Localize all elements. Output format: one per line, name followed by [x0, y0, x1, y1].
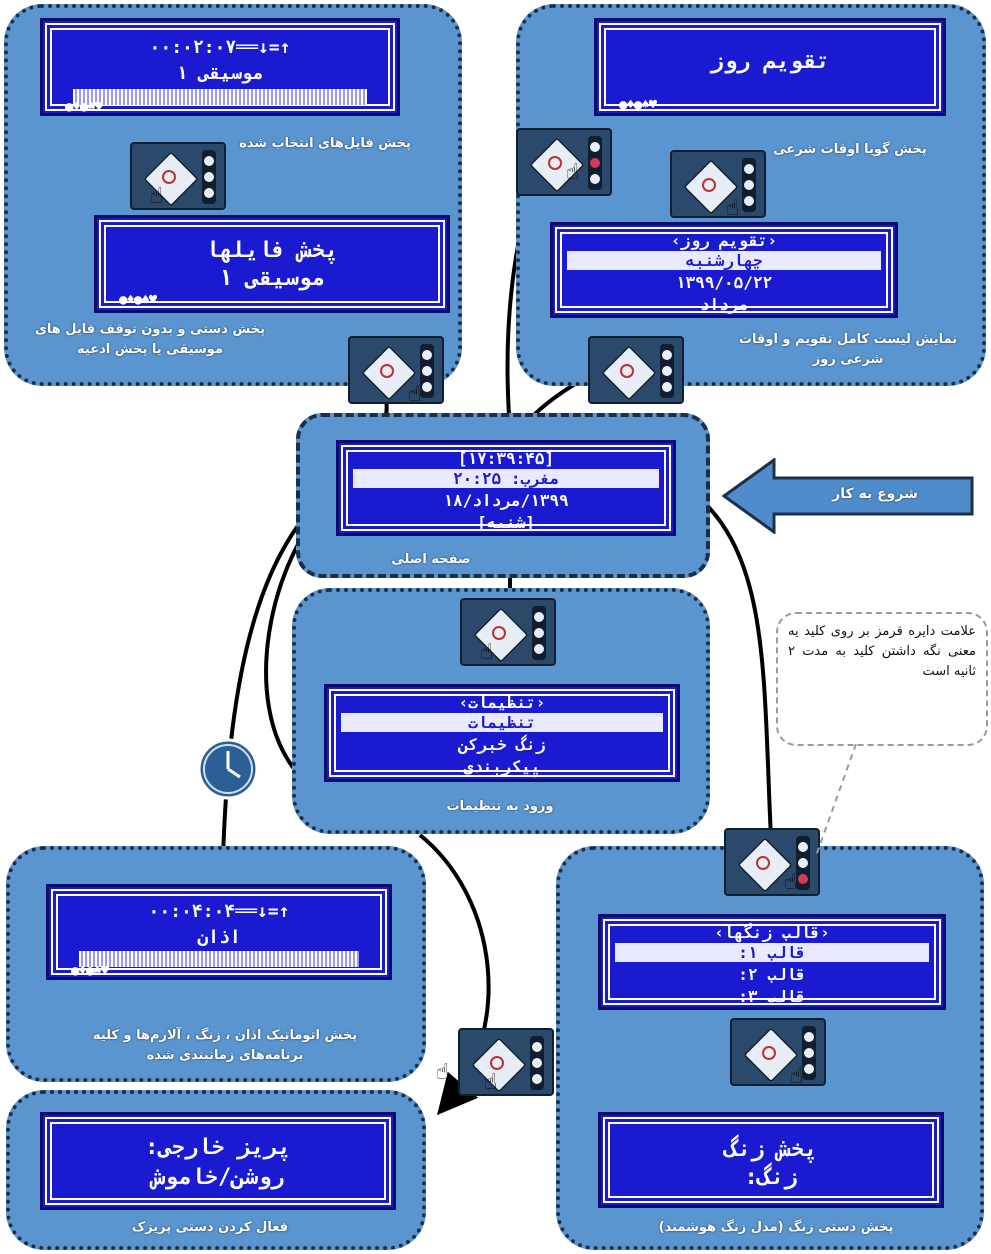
bells-line1: ‹قالب زنگها›	[714, 923, 830, 942]
music-manual-label: پخش دستی و بدون توقف فایل های موسیقی یا …	[34, 322, 266, 357]
calendar-list-lcd: ‹تقویم روز› چهارشنبه ۱۳۹۹/۰۵/۲۲ مرداد	[550, 222, 898, 318]
music-menu-line1: پخش فایلها	[205, 238, 339, 263]
settings-line2: تنظیمات	[341, 713, 663, 732]
hand-pointer-icon: ☝	[566, 160, 580, 185]
bells-line4: قالب ۳:	[738, 987, 806, 1006]
hand-pointer-icon: ☝	[790, 1064, 804, 1089]
hand-pointer-icon: ☝	[408, 382, 422, 407]
hand-pointer-icon: ☝	[436, 1060, 450, 1085]
keypad-side-buttons-icon	[802, 1026, 816, 1080]
bells-lcd: ‹قالب زنگها› قالب ۱: قالب ۲: قالب ۳:	[598, 914, 946, 1010]
music-status: ↑=↓══۰۰:۰۲:۰۷	[149, 37, 291, 58]
music-title: موسیقی ۱	[176, 63, 264, 84]
music-menu-controls-icon: ●♦●♠♥	[119, 292, 157, 308]
remote-keypad-calendar-list[interactable]	[588, 336, 684, 404]
hand-pointer-icon: ☝	[150, 184, 164, 209]
main-prayer-time: مغرب: ۲۰:۲۵	[353, 469, 659, 488]
azan-status: ↑=↓══۰۰:۰۴:۰۴	[148, 901, 290, 922]
bell-play-line2: زنگ:	[744, 1165, 798, 1190]
calendar-list-line3: ۱۳۹۹/۰۵/۲۲	[675, 273, 773, 292]
main-time: [۱۷:۳۹:۴۵]	[457, 449, 555, 468]
calendar-list-line4: مرداد	[699, 295, 749, 314]
remote-keypad-settings[interactable]: ☝	[460, 598, 556, 666]
music-controls-icon: ●♦●♠♥	[65, 99, 103, 115]
calendar-voice-title: تقویم روز	[710, 49, 830, 74]
remote-keypad-speaker[interactable]: ☝ ☝	[436, 1028, 554, 1096]
calendar-voice-controls-icon: ●♦●♠♥	[619, 97, 657, 113]
manual-bell-label: پخش دستی زنگ (مدل زنگ هوشمند)	[658, 1220, 894, 1235]
keypad-side-buttons-icon	[202, 150, 216, 204]
settings-label: ورود به تنظیمات	[446, 799, 554, 814]
keypad-center-icon	[548, 156, 562, 170]
music-selected-label: پخش فایل‌های انتخاب شده	[239, 136, 411, 151]
keypad-side-buttons-icon	[796, 836, 810, 890]
hand-pointer-icon: ☝	[784, 870, 798, 895]
remote-keypad-music-select[interactable]: ☝	[130, 142, 226, 210]
speaker-line1: پریز خارجی:	[145, 1135, 291, 1160]
keypad-side-buttons-icon	[530, 1036, 544, 1090]
keypad-center-icon	[702, 178, 716, 192]
hand-pointer-icon: ☝	[726, 196, 740, 221]
settings-line1: ‹تنظیمات›	[458, 693, 546, 712]
remote-keypad-music[interactable]: ☝	[348, 336, 444, 407]
bells-line3: قالب ۲:	[738, 965, 806, 984]
keypad-center-icon	[756, 856, 770, 870]
keypad-center-icon	[162, 170, 176, 184]
keypad-center-icon	[490, 1056, 504, 1070]
red-circle-note-text: علامت دایره قرمز بر روی کلید یه معنی نگه…	[788, 624, 976, 679]
calendar-voice-label: پخش گویا اوقات شرعی	[773, 142, 927, 157]
keypad-side-buttons-icon	[420, 344, 434, 398]
remote-keypad-bells[interactable]: ☝	[724, 828, 820, 896]
speaker-label: فعال کردن دستی پریزک	[131, 1220, 289, 1235]
music-progress-bar	[73, 89, 367, 105]
hand-pointer-icon: ☝	[484, 1070, 498, 1095]
keypad-center-icon	[492, 626, 506, 640]
main-page-label: صفحه اصلی	[391, 552, 471, 567]
bell-play-lcd: پخش زنگ زنگ:	[598, 1112, 944, 1208]
music-playing-lcd: ↑=↓══۰۰:۰۲:۰۷ موسیقی ۱ ●♦●♠♥	[40, 18, 400, 116]
speaker-line2: روشن/خاموش	[151, 1165, 285, 1190]
remote-keypad-bell-play[interactable]: ☝	[730, 1018, 826, 1089]
calendar-voice-lcd: تقویم روز ●♦●♠♥	[594, 18, 946, 116]
azan-lcd: ↑=↓══۰۰:۰۴:۰۴ اذان ●♦●♠♥	[46, 884, 392, 980]
azan-progress-bar	[79, 951, 359, 967]
main-weekday: [شنبه]	[477, 513, 535, 532]
start-arrow-icon	[722, 458, 974, 534]
start-label: شروع به کار	[832, 486, 918, 502]
azan-title: اذان	[197, 927, 241, 948]
remote-keypad-calendar-voice[interactable]: ☝	[516, 128, 612, 196]
settings-line4: پیکربندی	[463, 757, 541, 776]
clock-icon	[197, 738, 259, 800]
music-menu-line2: موسیقی ۱	[219, 266, 325, 291]
bells-line2: قالب ۱:	[615, 943, 929, 962]
hand-pointer-icon: ☝	[480, 640, 494, 665]
remote-keypad-calendar[interactable]: ☝	[670, 150, 766, 221]
keypad-side-buttons-icon	[532, 606, 546, 660]
keypad-side-buttons-icon	[742, 158, 756, 212]
keypad-side-buttons-icon	[660, 344, 674, 398]
bell-play-line1: پخش زنگ	[724, 1137, 818, 1162]
keypad-side-buttons-icon	[588, 136, 602, 190]
calendar-list-line2: چهارشنبه	[567, 251, 881, 270]
red-circle-note-callout: علامت دایره قرمز بر روی کلید یه معنی نگه…	[776, 612, 988, 746]
azan-controls-icon: ●♦●♠♥	[71, 963, 109, 979]
keypad-center-icon	[620, 364, 634, 378]
main-date: ۱۳۹۹/مرداد/۱۸	[443, 491, 569, 510]
main-page-lcd: [۱۷:۳۹:۴۵] مغرب: ۲۰:۲۵ ۱۳۹۹/مرداد/۱۸ [شن…	[336, 440, 676, 536]
calendar-list-label: نمایش لیست کامل تقویم و اوقات شرعی روز	[738, 332, 958, 367]
speaker-lcd: پریز خارجی: روشن/خاموش	[40, 1112, 396, 1210]
auto-play-label: پخش اتوماتیک اذان ، زنگ ، آلارم‌ها و کلی…	[92, 1028, 358, 1063]
settings-line3: زنگ خبرکن	[458, 735, 546, 754]
calendar-list-line1: ‹تقویم روز›	[671, 231, 777, 250]
keypad-center-icon	[762, 1046, 776, 1060]
keypad-center-icon	[380, 364, 394, 378]
music-menu-lcd: پخش فایلها موسیقی ۱ ●♦●♠♥	[94, 215, 450, 313]
callout-pointer	[815, 744, 857, 857]
settings-lcd: ‹تنظیمات› تنظیمات زنگ خبرکن پیکربندی	[324, 684, 680, 782]
